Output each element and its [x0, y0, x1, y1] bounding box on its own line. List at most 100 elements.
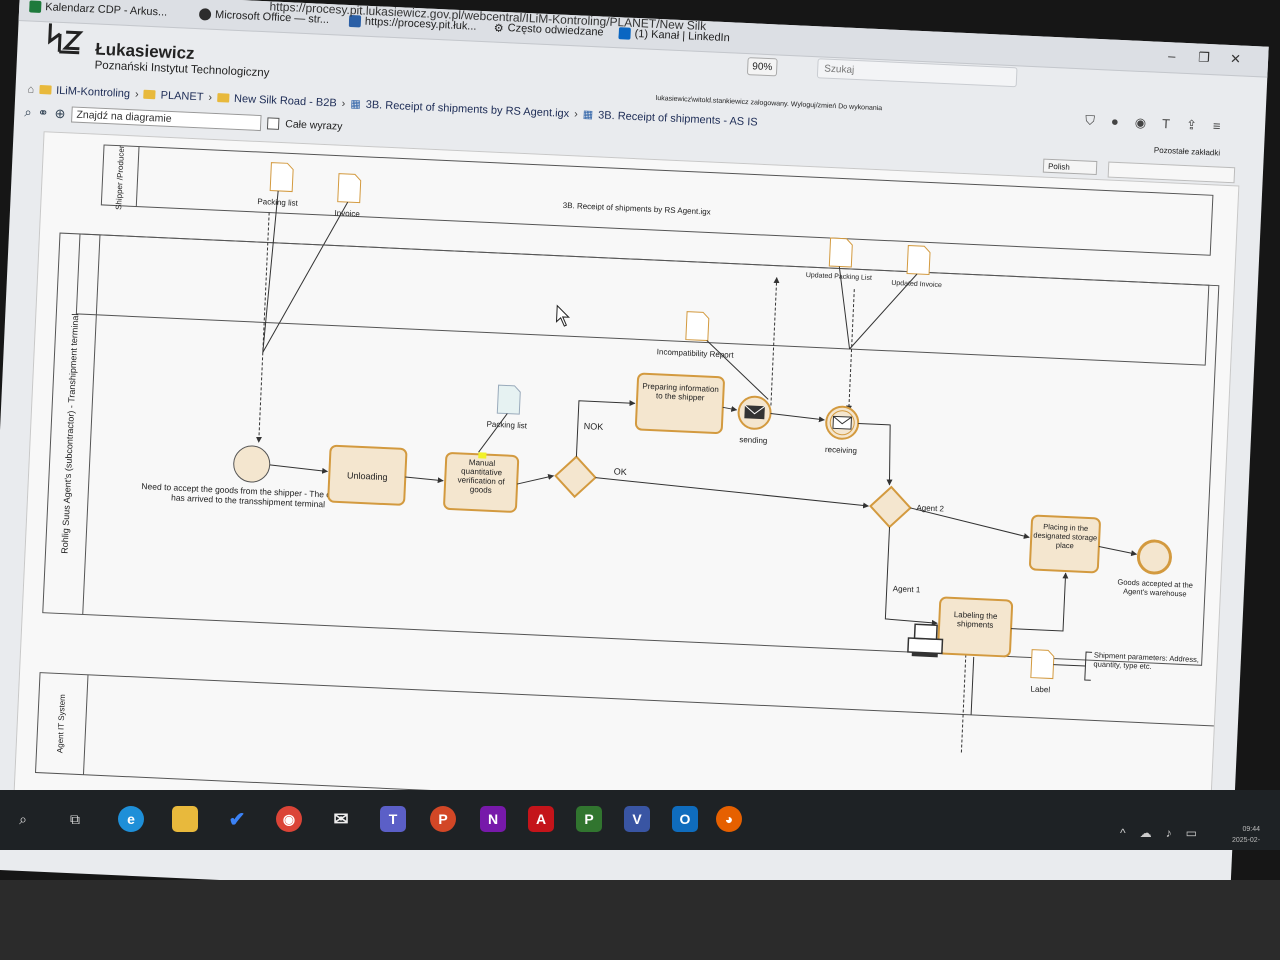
speaker-icon[interactable]: ♪	[1165, 826, 1172, 840]
bpmn-diagram: 3B. Receipt of shipments by RS Agent.igx…	[34, 144, 1220, 827]
printer-icon	[907, 623, 944, 658]
gateway-agent[interactable]	[869, 485, 912, 529]
task-labeling[interactable]: Labeling the shipments	[937, 596, 1014, 658]
lukasiewicz-logo-icon	[48, 23, 84, 55]
home-icon[interactable]: ⌂	[27, 82, 35, 96]
breadcrumb-item[interactable]: ILiM-Kontroling	[55, 84, 131, 100]
record-icon[interactable]: ●	[1110, 113, 1120, 129]
whole-words-checkbox[interactable]	[267, 117, 280, 130]
powerpoint-icon[interactable]: P	[430, 806, 456, 832]
task-unloading[interactable]: Unloading	[327, 444, 408, 506]
folder-icon	[143, 89, 156, 100]
svg-text:Updated Packing List: Updated Packing List	[806, 272, 872, 282]
extension-icon[interactable]: ◉	[1134, 114, 1147, 131]
lane-agent	[42, 232, 1220, 666]
svg-text:Invoice: Invoice	[334, 209, 360, 219]
user-status[interactable]: lukasiewicz\witold.stankiewicz zalogowan…	[655, 94, 883, 113]
outlook-icon[interactable]: O	[672, 806, 698, 832]
find-in-diagram-input[interactable]: Znajdź na diagramie	[71, 106, 262, 132]
flow-label-agent1: Agent 1	[893, 584, 922, 594]
start-event[interactable]: Need to accept the goods from the shippe…	[137, 441, 360, 531]
cloud-icon[interactable]: ☁	[1139, 826, 1152, 840]
document-packing-list-mid[interactable]: Packing list	[486, 384, 529, 431]
annotation-shipment-parameters: Shipment parameters: Address, quantity, …	[1053, 650, 1199, 681]
chevron-up-icon[interactable]: ^	[1120, 826, 1126, 840]
event-sending[interactable]: sending	[737, 395, 772, 445]
clock-date: 2025-02-	[1232, 837, 1261, 844]
chrome-icon[interactable]: ◉	[276, 806, 302, 832]
document-label[interactable]: Label	[1030, 649, 1055, 695]
document-invoice[interactable]: Invoice	[334, 173, 362, 219]
onenote-icon[interactable]: N	[480, 806, 506, 832]
svg-text:receiving: receiving	[825, 445, 857, 455]
browser-window: Kalendarz CDP - Arkus... Microsoft Offic…	[0, 0, 1269, 926]
maximize-icon[interactable]: ❐	[1197, 49, 1211, 66]
svg-text:sending: sending	[739, 435, 767, 445]
svg-text:Packing list: Packing list	[257, 197, 299, 208]
network-icon[interactable]: ▭	[1185, 826, 1197, 840]
clock[interactable]: 09:44 2025-02-	[1232, 824, 1260, 846]
task-view-icon[interactable]: ⧉	[70, 810, 80, 827]
flow-label-ok: OK	[614, 466, 627, 477]
mouse-cursor-icon	[555, 304, 570, 327]
document-incompatibility-report[interactable]: Incompatibility Report	[657, 310, 737, 360]
search-icon[interactable]: ⌕	[19, 810, 27, 827]
all-bookmarks-link[interactable]: Pozostałe zakładki	[1153, 145, 1221, 158]
find-toolbar: ⌕ ⚭ ⊕ Znajdź na diagramie Całe wyrazy	[24, 104, 343, 134]
tab-calendar[interactable]: Kalendarz CDP - Arkus...	[28, 0, 190, 24]
task-manual-verification[interactable]: Manual quantitative verification of good…	[443, 451, 520, 513]
zoom-indicator[interactable]: 90%	[746, 57, 778, 77]
document-updated-packing-list[interactable]: Updated Packing List	[806, 237, 874, 282]
breadcrumb-item[interactable]: 3B. Receipt of shipments - AS IS	[597, 108, 758, 129]
lane-label-agent: Rohlig Suus Agent's (subcontractor) - Tr…	[59, 313, 80, 554]
binoculars-icon[interactable]: ⚭	[37, 104, 49, 121]
lane-shipper-lower	[75, 233, 1210, 366]
file-explorer-icon[interactable]	[172, 806, 198, 832]
text-icon[interactable]: T	[1161, 115, 1171, 132]
whole-words-label: Całe wyrazy	[285, 118, 343, 133]
acrobat-icon[interactable]: A	[528, 806, 554, 832]
close-icon[interactable]: ✕	[1229, 50, 1242, 67]
folder-icon	[38, 84, 52, 95]
zoom-icon[interactable]: ⌕	[24, 104, 33, 120]
gateway-verification[interactable]	[554, 455, 597, 499]
breadcrumb-item[interactable]: 3B. Receipt of shipments by RS Agent.igx	[365, 98, 570, 120]
system-tray: ^ ☁ ♪ ▭	[1120, 826, 1197, 840]
diagram-file-icon: ▦	[582, 108, 594, 122]
svg-text:Label: Label	[1030, 685, 1050, 695]
flow-label-agent2: Agent 2	[916, 503, 945, 513]
lane-label-shipper: Shipper /Producer	[114, 145, 126, 210]
svg-text:Incompatibility Report: Incompatibility Report	[657, 347, 735, 360]
flow-label-nok: NOK	[584, 421, 604, 432]
breadcrumb-item[interactable]: New Silk Road - B2B	[233, 92, 337, 109]
minimize-icon[interactable]: –	[1167, 48, 1176, 64]
task-preparing-info[interactable]: Preparing information to the shipper	[634, 372, 725, 435]
task-placing[interactable]: Placing in the designated storage place	[1029, 514, 1101, 574]
fit-icon[interactable]: ⊕	[54, 105, 66, 122]
document-updated-invoice[interactable]: Updated Invoice	[891, 245, 944, 289]
menu-icon[interactable]: ≡	[1212, 118, 1221, 134]
lane-shipper	[100, 144, 1214, 256]
shield-icon[interactable]: ⛉	[1084, 112, 1096, 128]
edge-icon[interactable]: e	[118, 806, 144, 832]
teams-icon[interactable]: T	[380, 806, 406, 832]
tab-label: Kalendarz CDP - Arkus...	[44, 1, 168, 19]
folder-icon	[216, 93, 230, 103]
svg-text:Unloading: Unloading	[347, 470, 388, 482]
share-icon[interactable]: ⇪	[1185, 117, 1198, 133]
project-icon[interactable]: P	[576, 806, 602, 832]
event-receiving[interactable]: receiving	[825, 405, 860, 455]
diagram-canvas[interactable]: 3B. Receipt of shipments by RS Agent.igx…	[13, 131, 1240, 847]
spreadsheet-icon	[28, 0, 42, 13]
svg-text:Packing list: Packing list	[486, 420, 528, 431]
mail-icon[interactable]: ✉	[333, 808, 349, 829]
language-select[interactable]: Polish	[1042, 158, 1098, 176]
todo-icon[interactable]: ✔	[228, 808, 246, 831]
document-packing-list-top[interactable]: Packing list	[257, 162, 300, 208]
breadcrumb-item[interactable]: PLANET	[160, 88, 204, 103]
toolbar-icons: ⛉ ● ◉ T ⇪ ≡	[1085, 112, 1221, 134]
svg-text:Updated Invoice: Updated Invoice	[891, 280, 942, 289]
firefox-icon[interactable]: ◕	[716, 806, 742, 832]
end-event[interactable]: Goods accepted at the Agent's warehouse	[1104, 539, 1207, 611]
visio-icon[interactable]: V	[624, 806, 650, 832]
